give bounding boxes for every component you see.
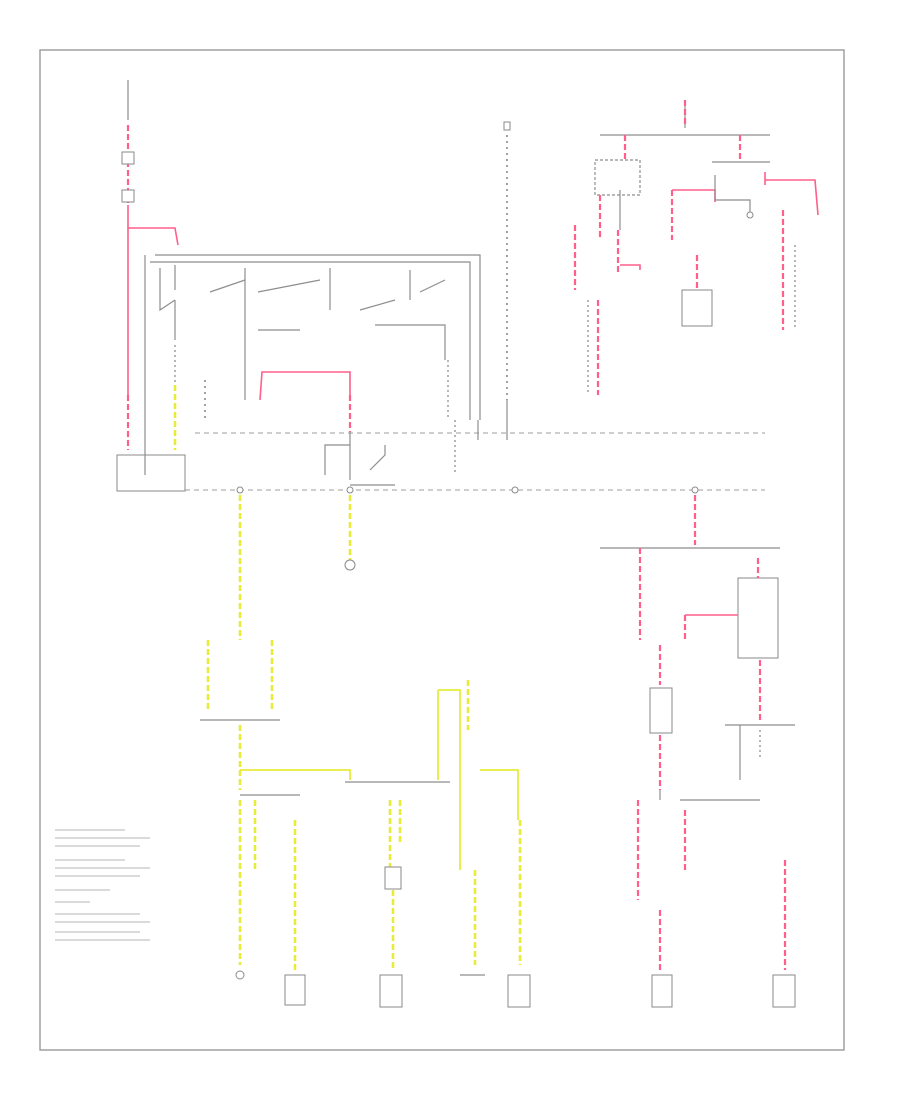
relay-module	[681, 289, 713, 327]
connector	[503, 121, 511, 131]
sensor-module	[284, 974, 306, 1006]
fuse-block	[121, 151, 135, 165]
sensor-module	[772, 974, 796, 1008]
relay-module	[737, 577, 779, 659]
bus-splices	[236, 486, 699, 494]
control-module-box	[116, 454, 186, 492]
upper-middle-feed	[503, 121, 511, 440]
sensor-module	[651, 974, 673, 1008]
fuse-block	[649, 687, 673, 734]
lower-left-circuit	[200, 495, 531, 1008]
ground-symbol	[235, 970, 245, 980]
lower-right-circuit	[600, 495, 796, 1008]
diagram-frame	[39, 49, 845, 1051]
upper-left-feed	[116, 80, 186, 492]
upper-right-circuit	[573, 100, 819, 395]
ground-symbol	[344, 559, 356, 571]
sensor-module	[379, 974, 403, 1008]
sensor-module	[507, 974, 531, 1008]
legend-area	[55, 829, 150, 941]
relay-switch-block	[144, 254, 481, 486]
fuse-block	[121, 189, 135, 203]
splice-point	[746, 211, 754, 219]
switch-component	[384, 866, 402, 890]
